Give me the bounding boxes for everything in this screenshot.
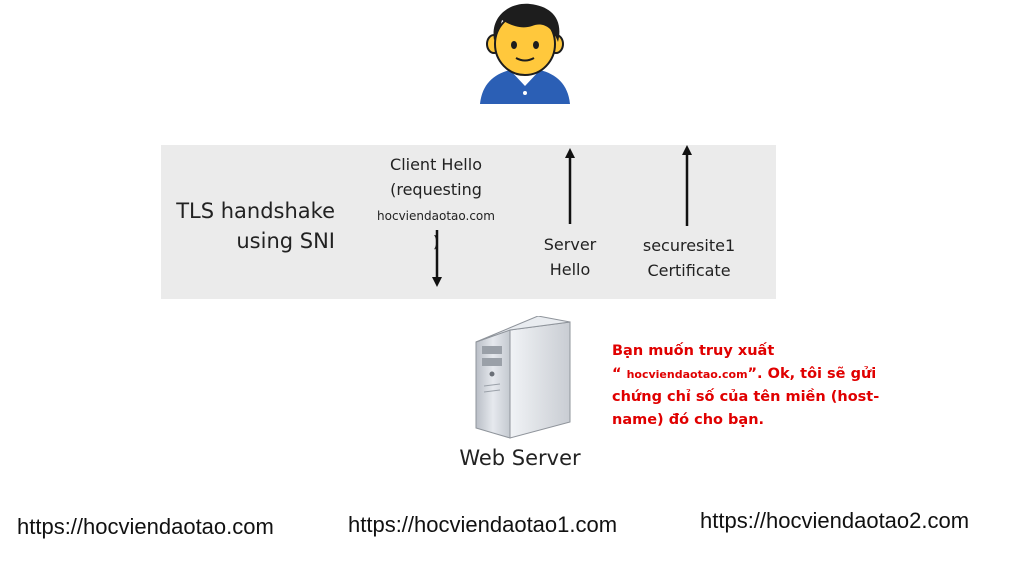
url-2: https://hocviendaotao1.com [348, 512, 618, 537]
note-rest: ”. Ok, tôi sẽ gửi chứng chỉ số của tên m… [612, 365, 880, 428]
url-3: https://hocviendaotao2.com [700, 508, 970, 533]
url-1: https://hocviendaotao.com [17, 514, 274, 539]
server-hello-line-2: Hello [549, 260, 591, 279]
note-host: hocviendaotao.com [626, 367, 748, 381]
server-note: Bạn muốn truy xuất “ hocviendaotao.com”.… [612, 340, 882, 431]
user-icon [480, 3, 570, 104]
client-hello-line-1: Client Hello [390, 155, 482, 174]
certificate-line-2: Certificate [647, 261, 731, 280]
client-hello-label: Client Hello (requesting hocviendaotao.c… [376, 152, 496, 254]
client-hello-line-2: (requesting [390, 180, 482, 199]
title-line-2: using SNI [236, 229, 335, 253]
handshake-band [161, 145, 776, 299]
diagram-title: TLS handshake using SNI [160, 196, 335, 256]
client-hello-host: hocviendaotao.com [377, 209, 495, 223]
server-hello-label: Server Hello [528, 232, 612, 282]
web-server-label: Web Server [459, 446, 581, 470]
title-line-1: TLS handshake [176, 199, 335, 223]
certificate-line-1: securesite1 [642, 236, 736, 255]
server-icon [475, 316, 571, 439]
note-quote-open: “ [612, 365, 627, 382]
note-prefix: Bạn muốn truy xuất [612, 343, 775, 359]
certificate-label: securesite1 Certificate [634, 233, 744, 283]
server-hello-line-1: Server [543, 235, 597, 254]
